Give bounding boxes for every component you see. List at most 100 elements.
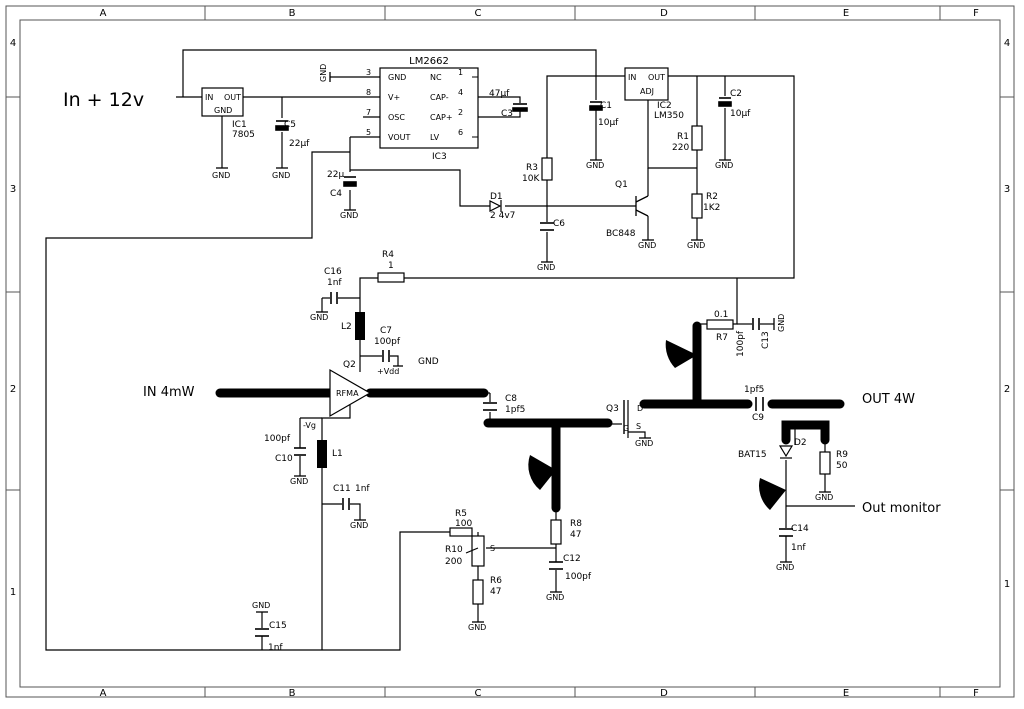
frame-ticks	[6, 6, 1014, 697]
ic3-charge-pump: LM2662 IC3 3 GND 8 V+ 7 OSC 5 VOUT 1 NC …	[366, 56, 479, 162]
svg-text:C12: C12	[563, 554, 581, 564]
svg-text:NC: NC	[430, 73, 442, 82]
svg-text:A: A	[100, 8, 107, 19]
svg-text:GND: GND	[715, 161, 733, 170]
svg-text:OUT: OUT	[648, 73, 665, 82]
svg-text:GND: GND	[468, 623, 486, 632]
svg-text:C1: C1	[600, 101, 612, 111]
svg-text:5: 5	[366, 128, 371, 137]
svg-text:IC1: IC1	[232, 120, 247, 130]
svg-text:2: 2	[10, 384, 16, 395]
svg-text:GND: GND	[350, 521, 368, 530]
svg-text:B: B	[289, 8, 296, 19]
ground-symbols	[216, 72, 831, 623]
svg-text:GND: GND	[319, 64, 328, 82]
svg-text:D: D	[637, 404, 643, 413]
svg-text:1pf5: 1pf5	[744, 385, 764, 395]
svg-text:100pf: 100pf	[374, 337, 401, 347]
svg-text:C13: C13	[761, 331, 771, 349]
component-labels: C5 22µf 22µ C4 47µf C3 C1 10µf C2 10µf R…	[264, 89, 848, 653]
svg-text:200: 200	[445, 557, 462, 567]
svg-text:-Vg: -Vg	[303, 421, 316, 430]
inductor-symbols	[317, 312, 365, 468]
svg-text:BAT15: BAT15	[738, 450, 767, 460]
svg-text:C9: C9	[752, 413, 764, 423]
svg-text:1nf: 1nf	[791, 543, 806, 553]
svg-text:47: 47	[570, 530, 581, 540]
svg-text:4: 4	[458, 88, 463, 97]
svg-text:OUT: OUT	[224, 93, 241, 102]
svg-text:R8: R8	[570, 519, 582, 529]
svg-text:1nf: 1nf	[355, 484, 370, 494]
r10-wiper	[465, 547, 479, 554]
svg-text:10K: 10K	[522, 174, 540, 184]
svg-text:1K2: 1K2	[703, 203, 720, 213]
svg-text:CAP-: CAP-	[430, 93, 449, 102]
svg-text:GND: GND	[776, 563, 794, 572]
svg-text:IN 4mW: IN 4mW	[143, 385, 195, 400]
svg-text:GND: GND	[687, 241, 705, 250]
svg-text:1nf: 1nf	[268, 643, 283, 653]
svg-text:2 4v7: 2 4v7	[490, 211, 515, 221]
svg-text:10µf: 10µf	[730, 109, 751, 119]
svg-text:C: C	[475, 688, 482, 699]
rf-lines	[215, 321, 845, 513]
svg-text:VOUT: VOUT	[388, 133, 410, 142]
svg-text:C3: C3	[501, 109, 513, 119]
svg-text:OUT 4W: OUT 4W	[862, 392, 915, 407]
svg-text:V+: V+	[388, 93, 400, 102]
svg-text:GND: GND	[537, 263, 555, 272]
ground-labels: GND GND GND GND GND GND GND GND GND GND …	[212, 64, 833, 632]
svg-text:R7: R7	[716, 333, 728, 343]
svg-text:GND: GND	[212, 171, 230, 180]
svg-text:GND: GND	[272, 171, 290, 180]
svg-text:RFMA: RFMA	[336, 389, 359, 398]
svg-text:IN: IN	[628, 73, 636, 82]
svg-text:Q3: Q3	[606, 404, 619, 414]
svg-text:A: A	[100, 688, 107, 699]
svg-text:GND: GND	[388, 73, 406, 82]
svg-text:C5: C5	[284, 120, 296, 130]
svg-text:GND: GND	[418, 357, 439, 367]
svg-text:R10: R10	[445, 545, 463, 555]
svg-text:L1: L1	[332, 449, 343, 459]
svg-text:1: 1	[1004, 579, 1010, 590]
svg-text:3: 3	[1004, 184, 1010, 195]
ic2-regulator: IN OUT ADJ IC2 LM350	[624, 67, 684, 121]
frame-column-labels: A B C D E F A B C D E F	[100, 8, 980, 699]
svg-text:7: 7	[366, 108, 371, 117]
svg-text:GND: GND	[214, 106, 232, 115]
rf-wire-mix	[484, 392, 491, 423]
svg-text:IC2: IC2	[657, 101, 672, 111]
svg-text:D1: D1	[490, 192, 503, 202]
svg-text:1nf: 1nf	[327, 278, 342, 288]
svg-text:F: F	[973, 8, 979, 19]
svg-text:BC848: BC848	[606, 229, 636, 239]
r10-pin-marks: S	[490, 544, 495, 553]
svg-text:C10: C10	[275, 454, 293, 464]
svg-text:1: 1	[10, 587, 16, 598]
drawing-frame	[5, 5, 1015, 698]
svg-text:220: 220	[672, 143, 689, 153]
svg-text:8: 8	[366, 88, 371, 97]
svg-text:22µf: 22µf	[289, 139, 310, 149]
svg-text:OSC: OSC	[388, 113, 405, 122]
svg-text:4: 4	[1004, 38, 1010, 49]
resistor-symbols	[377, 125, 831, 605]
svg-text:47µf: 47µf	[489, 89, 510, 99]
svg-text:C11: C11	[333, 484, 351, 494]
svg-text:D2: D2	[794, 438, 807, 448]
svg-text:10µf: 10µf	[598, 118, 619, 128]
svg-text:LV: LV	[430, 133, 440, 142]
svg-text:R2: R2	[706, 192, 718, 202]
radial-stubs	[528, 340, 786, 510]
svg-text:C15: C15	[269, 621, 287, 631]
svg-text:GND: GND	[815, 493, 833, 502]
svg-text:C7: C7	[380, 326, 392, 336]
svg-text:In + 12v: In + 12v	[63, 89, 144, 111]
svg-text:LM350: LM350	[654, 111, 684, 121]
svg-text:C4: C4	[330, 189, 342, 199]
svg-text:IC3: IC3	[432, 152, 447, 162]
svg-text:7805: 7805	[232, 130, 255, 140]
